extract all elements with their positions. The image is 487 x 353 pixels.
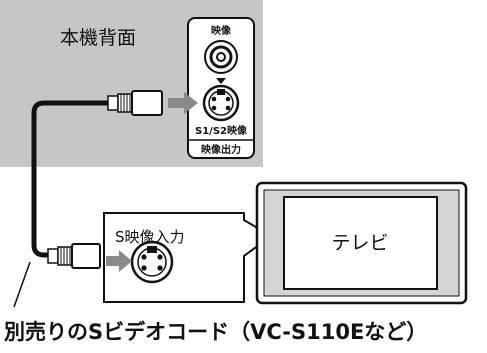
rear-panel-title: 本機背面 xyxy=(60,27,136,49)
caption-leader-line xyxy=(13,261,31,308)
svideo-input-label: S映像入力 xyxy=(115,228,185,246)
svideo-input-box: S映像入力 xyxy=(103,212,273,303)
video-jack-label: 映像 xyxy=(211,24,232,37)
cable-plug-top xyxy=(107,90,163,116)
video-rca-jack xyxy=(204,40,238,74)
tv-set: テレビ xyxy=(255,181,468,305)
output-jack-panel: 映像 S1/S2映像 映像出力 xyxy=(187,17,255,159)
svideo-input-jack xyxy=(130,240,174,284)
arrow-to-input xyxy=(106,250,132,272)
tv-label: テレビ xyxy=(331,232,388,254)
cable-caption: 別売りのSビデオコード（VC-S110Eなど） xyxy=(4,320,427,344)
cable-plug-bottom xyxy=(47,243,101,269)
svideo-output-label: S1/S2映像 xyxy=(195,124,248,137)
video-output-label: 映像出力 xyxy=(201,143,241,156)
svideo-cable xyxy=(31,100,110,258)
svideo-output-jack xyxy=(202,84,240,122)
arrow-to-output xyxy=(168,92,198,114)
